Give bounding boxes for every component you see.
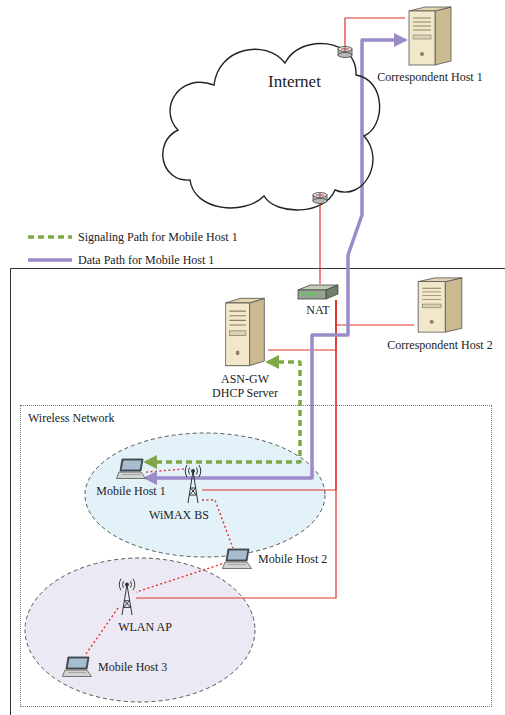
access-point: WLAN AP bbox=[118, 574, 136, 616]
signaling-path bbox=[146, 362, 300, 462]
network-wire bbox=[268, 300, 336, 350]
network-wire bbox=[136, 300, 336, 598]
server-node: ASN-GW DHCP Server bbox=[222, 296, 268, 368]
device-label: NAT bbox=[306, 303, 329, 317]
host-label: Mobile Host 1 bbox=[96, 484, 165, 498]
legend-sample-data bbox=[28, 258, 72, 262]
laptop-node: Mobile Host 3 bbox=[62, 656, 92, 678]
host-label: Correspondent Host 2 bbox=[387, 338, 492, 352]
laptop-node: Mobile Host 1 bbox=[116, 458, 146, 480]
legend-label: Signaling Path for Mobile Host 1 bbox=[78, 230, 238, 244]
laptop-icon bbox=[62, 656, 92, 678]
device-label: WiMAX BS bbox=[149, 508, 209, 522]
laptop-icon bbox=[116, 458, 146, 480]
antenna-icon bbox=[184, 460, 202, 504]
server-icon bbox=[222, 296, 268, 368]
device-label: WLAN AP bbox=[118, 620, 172, 634]
wireless-link bbox=[85, 608, 118, 656]
server-icon bbox=[414, 276, 466, 334]
server-icon bbox=[405, 5, 455, 67]
nat-node: NAT bbox=[296, 284, 340, 300]
network-region: Wireless NetworkMobile Host 1 WiMAX BS Mob… bbox=[20, 405, 492, 707]
wireless-link bbox=[202, 500, 233, 548]
network-wire bbox=[345, 18, 405, 30]
site-boundary bbox=[11, 269, 505, 715]
cloud-node: Internet bbox=[150, 30, 385, 215]
wlan-coverage bbox=[25, 558, 255, 702]
server-node: Correspondent Host 2 bbox=[414, 276, 466, 334]
host-label: Mobile Host 3 bbox=[98, 660, 167, 674]
legend-sample-signaling bbox=[28, 235, 72, 239]
host-label: Mobile Host 2 bbox=[258, 552, 327, 566]
server-node: Correspondent Host 1 bbox=[405, 5, 455, 67]
region-heading: Wireless Network bbox=[28, 411, 115, 425]
antenna-icon bbox=[118, 574, 136, 616]
wireless-link bbox=[146, 469, 184, 472]
base-station: WiMAX BS bbox=[184, 460, 202, 504]
internet-cloud bbox=[150, 30, 385, 215]
server-label: ASN-GW DHCP Server bbox=[209, 372, 281, 400]
cloud-label: Internet bbox=[268, 72, 321, 92]
host-label: Correspondent Host 1 bbox=[377, 70, 482, 84]
laptop-icon bbox=[222, 548, 252, 570]
nat-box-icon bbox=[296, 284, 340, 300]
legend-label: Data Path for Mobile Host 1 bbox=[78, 253, 214, 267]
wireless-link bbox=[136, 564, 222, 592]
laptop-node: Mobile Host 2 bbox=[222, 548, 252, 570]
network-wire bbox=[319, 215, 320, 284]
wimax-coverage bbox=[85, 433, 325, 557]
